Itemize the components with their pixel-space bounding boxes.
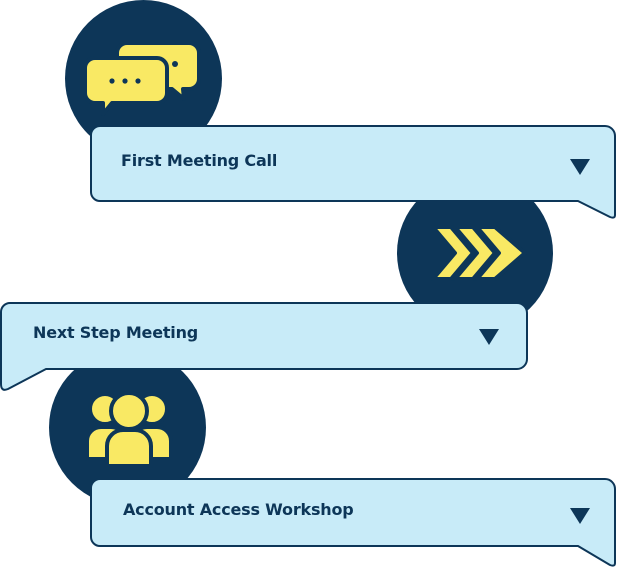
speech-bubble-shape bbox=[90, 478, 616, 567]
chevron-down-icon[interactable] bbox=[569, 158, 591, 176]
step-first-meeting-call[interactable]: First Meeting Call bbox=[90, 125, 618, 221]
step-account-access-workshop[interactable]: Account Access Workshop bbox=[90, 478, 618, 568]
forward-arrows-icon bbox=[431, 225, 527, 281]
chat-bubbles-icon bbox=[83, 41, 201, 116]
step-label: First Meeting Call bbox=[121, 151, 278, 170]
step-label: Next Step Meeting bbox=[33, 323, 199, 342]
speech-bubble-shape bbox=[0, 302, 528, 391]
speech-bubble-shape bbox=[90, 125, 616, 219]
step-next-step-meeting[interactable]: Next Step Meeting bbox=[0, 302, 529, 392]
step-label: Account Access Workshop bbox=[123, 500, 354, 519]
group-people-icon bbox=[85, 391, 173, 468]
chevron-down-icon[interactable] bbox=[569, 507, 591, 525]
chevron-down-icon[interactable] bbox=[478, 328, 500, 346]
